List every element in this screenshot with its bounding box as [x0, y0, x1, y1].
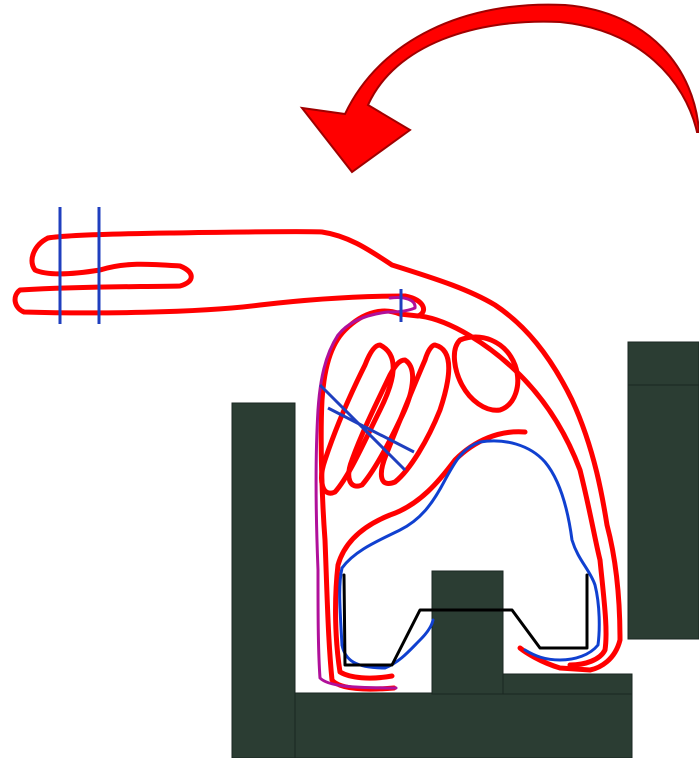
tool-blocks	[231, 341, 699, 758]
right-step-block	[502, 673, 633, 695]
red-inner-contour	[417, 313, 609, 668]
left-die-block	[231, 402, 296, 758]
red-loop-3	[378, 342, 452, 486]
blue-sheet-outline	[338, 439, 601, 662]
cut-line-4	[318, 383, 407, 472]
black-die-profile	[342, 573, 589, 667]
red-sheet-outer	[45, 229, 623, 673]
right-side-block-lower	[627, 384, 699, 640]
right-side-block-upper	[627, 341, 699, 386]
counter-clockwise-arrow-icon	[299, 3, 699, 174]
red-flap-return	[12, 235, 427, 319]
red-loop-4	[451, 334, 521, 413]
center-punch-block	[431, 570, 504, 695]
red-loop-1	[319, 342, 396, 496]
cut-lines	[58, 207, 415, 472]
magenta-sheet-outline	[314, 296, 417, 690]
cut-line-5	[327, 406, 415, 454]
blue-sheet-lower-left	[340, 618, 435, 670]
bottom-die-base	[294, 692, 633, 758]
red-sheet-inner	[318, 308, 403, 692]
